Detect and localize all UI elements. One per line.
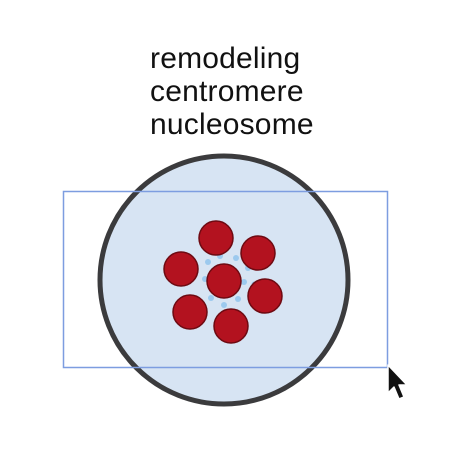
nucleosome-particle[interactable] (163, 251, 199, 287)
label-line-remodeling: remodeling (150, 42, 301, 75)
selection-rectangle[interactable] (62, 190, 389, 369)
nucleosome-particle[interactable] (213, 308, 249, 344)
nucleosome-cluster (163, 220, 283, 344)
linker-dot (205, 259, 211, 265)
label-line-nucleosome: nucleosome (150, 108, 314, 141)
nucleosome-particle[interactable] (198, 220, 234, 256)
mouse-cursor-icon (387, 364, 408, 400)
nucleosome-particle[interactable] (247, 278, 283, 314)
linker-dot (235, 296, 241, 302)
diagram-label: remodeling centromere nucleosome (150, 42, 390, 141)
linker-dot (233, 255, 239, 261)
nucleosome-particle[interactable] (206, 263, 242, 299)
label-line-centromere: centromere (150, 75, 304, 108)
linker-dot (241, 279, 247, 285)
linker-dot (208, 295, 214, 301)
linker-dot (221, 302, 227, 308)
nucleosome-particle[interactable] (240, 235, 276, 271)
nucleosome-particle[interactable] (172, 294, 208, 330)
